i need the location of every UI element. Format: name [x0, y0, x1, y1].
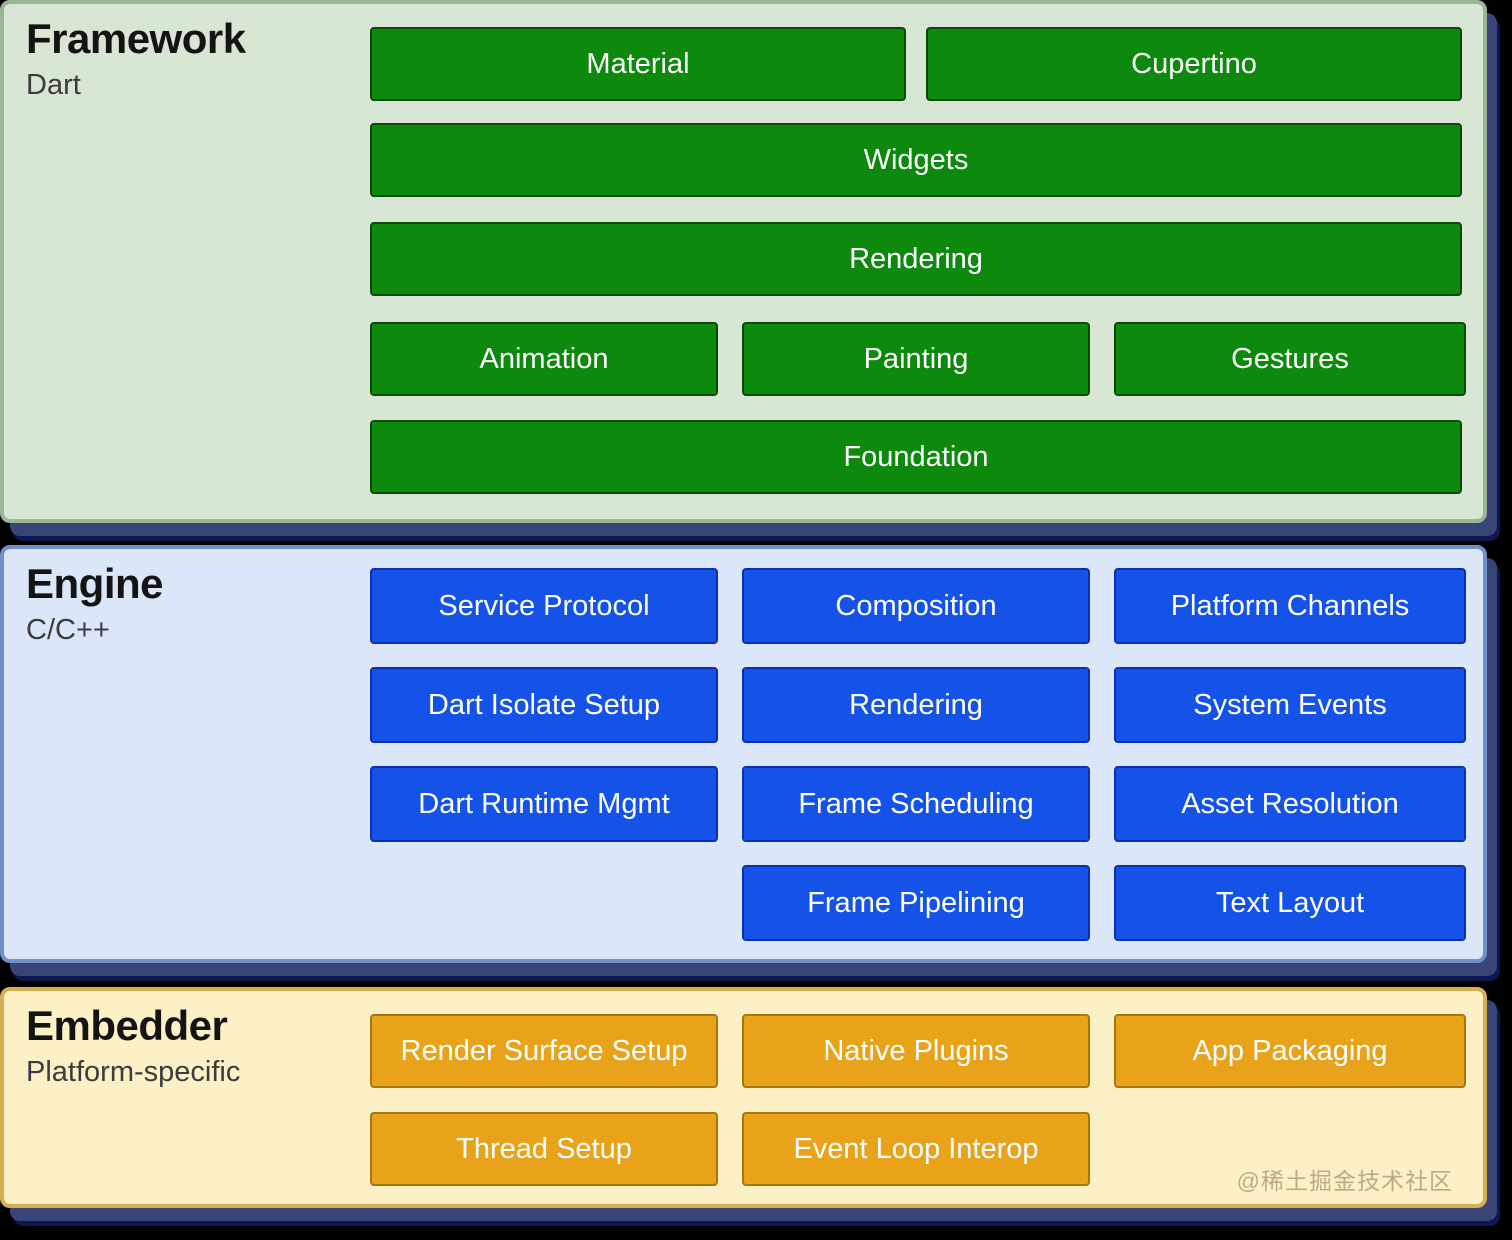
- framework-section: Framework Dart Material Cupertino Widget…: [0, 0, 1487, 523]
- block-painting: Painting: [742, 322, 1090, 396]
- block-text-layout: Text Layout: [1114, 865, 1466, 941]
- block-native-plugins: Native Plugins: [742, 1014, 1090, 1088]
- block-platform-channels: Platform Channels: [1114, 568, 1466, 644]
- framework-header: Framework Dart: [26, 15, 246, 102]
- block-dart-runtime-mgmt: Dart Runtime Mgmt: [370, 766, 718, 842]
- engine-title: Engine: [26, 560, 164, 607]
- block-widgets: Widgets: [370, 123, 1462, 197]
- block-thread-setup: Thread Setup: [370, 1112, 718, 1186]
- block-frame-pipelining: Frame Pipelining: [742, 865, 1090, 941]
- engine-section: Engine C/C++ Service Protocol Compositio…: [0, 545, 1487, 963]
- block-cupertino: Cupertino: [926, 27, 1462, 101]
- embedder-subtitle: Platform-specific: [26, 1056, 241, 1089]
- embedder-title: Embedder: [26, 1002, 228, 1049]
- engine-subtitle: C/C++: [26, 614, 110, 647]
- block-gestures: Gestures: [1114, 322, 1466, 396]
- embedder-section: Embedder Platform-specific Render Surfac…: [0, 987, 1487, 1208]
- embedder-header: Embedder Platform-specific: [26, 1002, 241, 1089]
- block-system-events: System Events: [1114, 667, 1466, 743]
- block-event-loop-interop: Event Loop Interop: [742, 1112, 1090, 1186]
- block-frame-scheduling: Frame Scheduling: [742, 766, 1090, 842]
- block-asset-resolution: Asset Resolution: [1114, 766, 1466, 842]
- block-composition: Composition: [742, 568, 1090, 644]
- block-service-protocol: Service Protocol: [370, 568, 718, 644]
- framework-title: Framework: [26, 15, 246, 62]
- block-animation: Animation: [370, 322, 718, 396]
- block-rendering-framework: Rendering: [370, 222, 1462, 296]
- block-material: Material: [370, 27, 906, 101]
- block-render-surface-setup: Render Surface Setup: [370, 1014, 718, 1088]
- engine-header: Engine C/C++: [26, 560, 164, 647]
- block-foundation: Foundation: [370, 420, 1462, 494]
- watermark: @稀土掘金技术社区: [1236, 1168, 1453, 1194]
- block-app-packaging: App Packaging: [1114, 1014, 1466, 1088]
- framework-subtitle: Dart: [26, 69, 81, 102]
- block-dart-isolate-setup: Dart Isolate Setup: [370, 667, 718, 743]
- block-rendering-engine: Rendering: [742, 667, 1090, 743]
